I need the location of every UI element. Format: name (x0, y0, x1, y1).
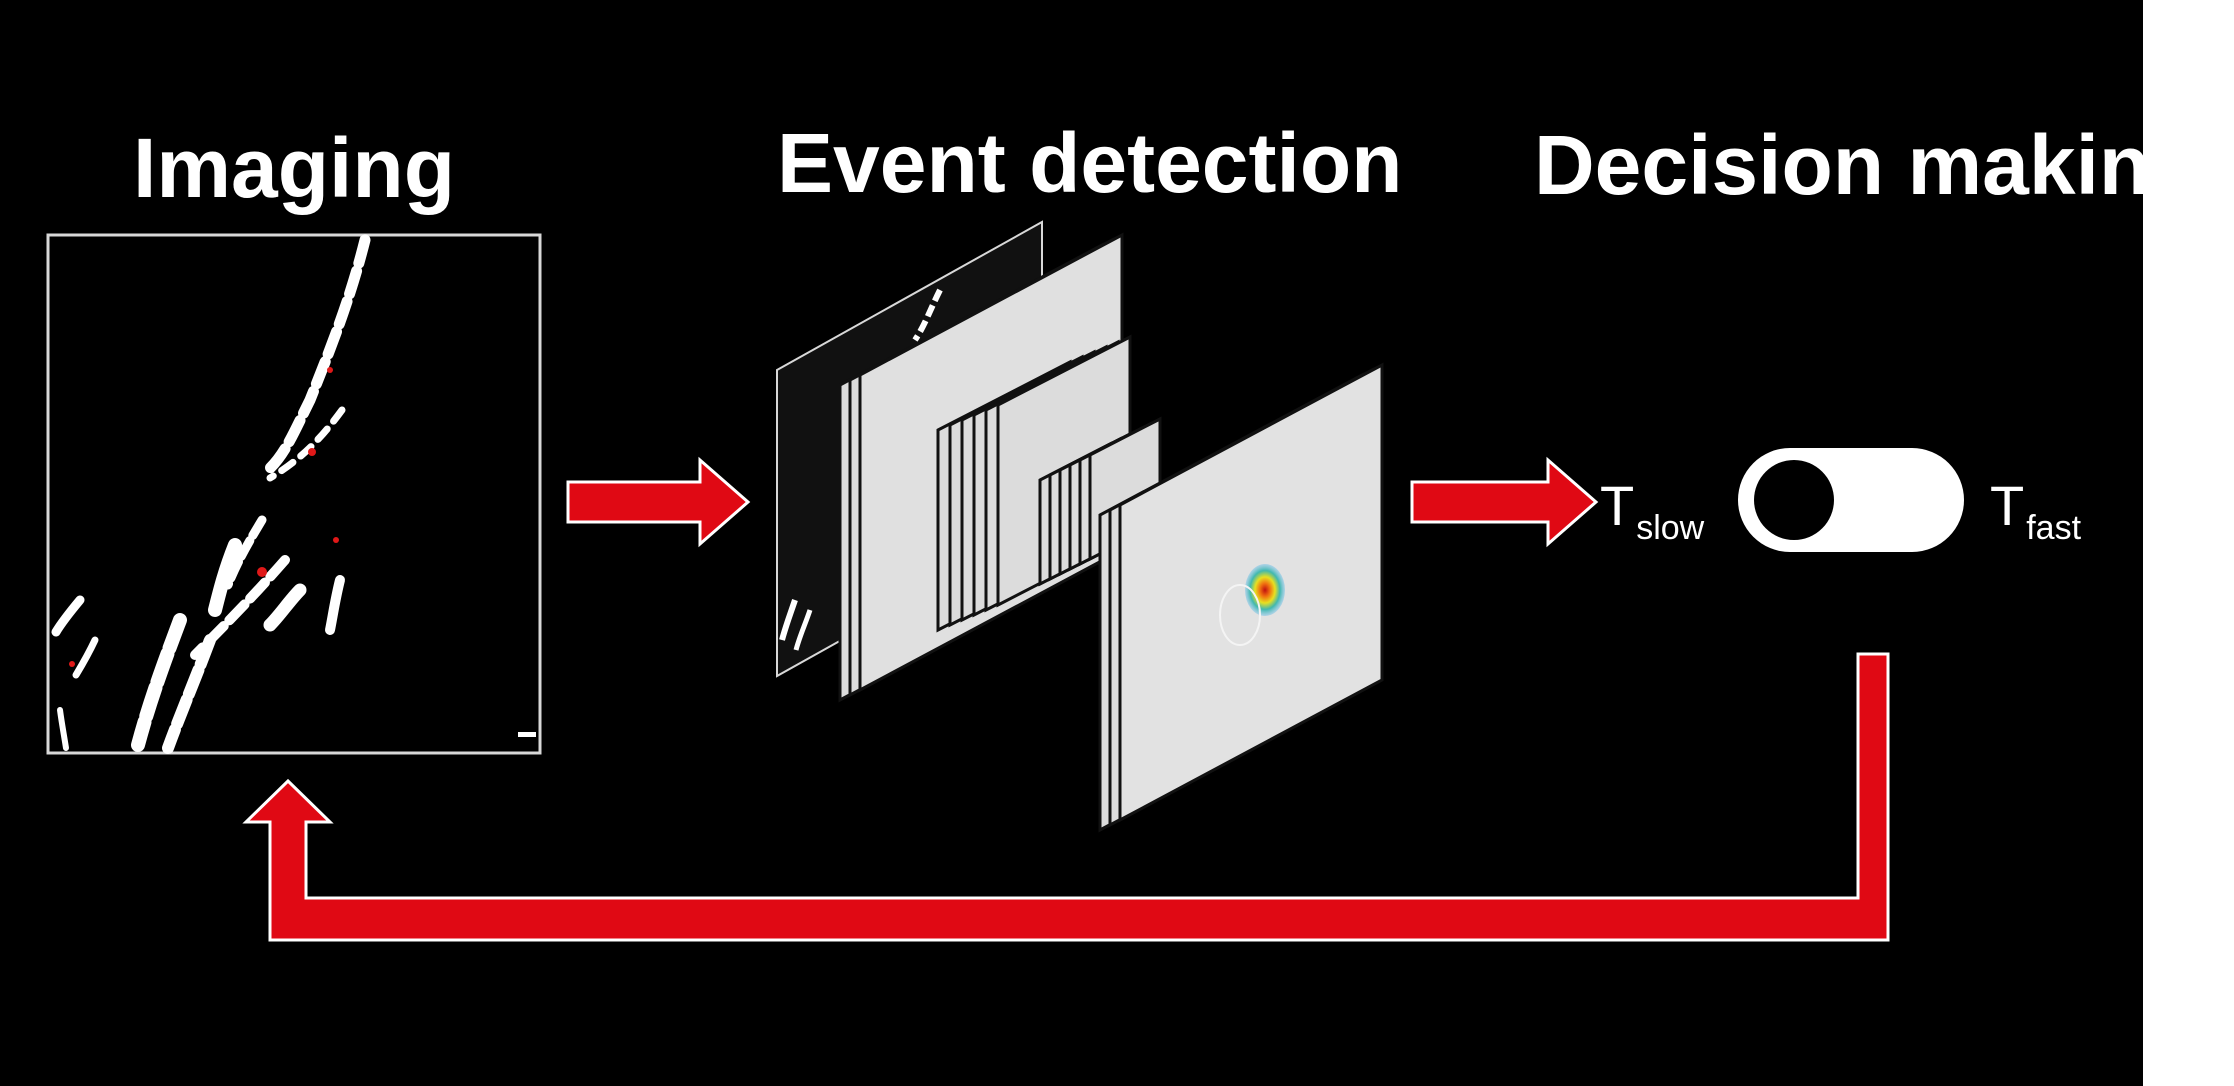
label-t-slow-main: T (1600, 474, 1635, 537)
red-puncta (69, 367, 339, 667)
heading-decision-making: Decision makin (1534, 118, 2151, 212)
microscopy-image-frame (46, 233, 542, 755)
label-t-fast-main: T (1990, 474, 2025, 537)
toggle-knob (1754, 460, 1834, 540)
heading-event-detection: Event detection (777, 116, 1403, 210)
feedback-arrow (242, 652, 1890, 942)
label-t-slow: Tslow (1600, 478, 1704, 546)
microscopy-image (51, 234, 371, 754)
imaging-panel (46, 233, 542, 755)
neural-network-stack (776, 220, 1384, 833)
heatmap-halo (1219, 584, 1261, 646)
right-arrow-1 (566, 456, 751, 548)
conv-block-3 (1038, 416, 1162, 587)
label-t-fast: Tfast (1990, 478, 2081, 546)
right-arrow-2 (1410, 456, 1599, 548)
toggle-switch[interactable] (1738, 448, 1964, 552)
label-t-fast-sub: fast (2026, 509, 2082, 547)
scale-bar (518, 732, 536, 737)
label-t-slow-sub: slow (1636, 509, 1705, 547)
heading-imaging: Imaging (133, 121, 456, 215)
event-heatmap (1245, 564, 1285, 616)
